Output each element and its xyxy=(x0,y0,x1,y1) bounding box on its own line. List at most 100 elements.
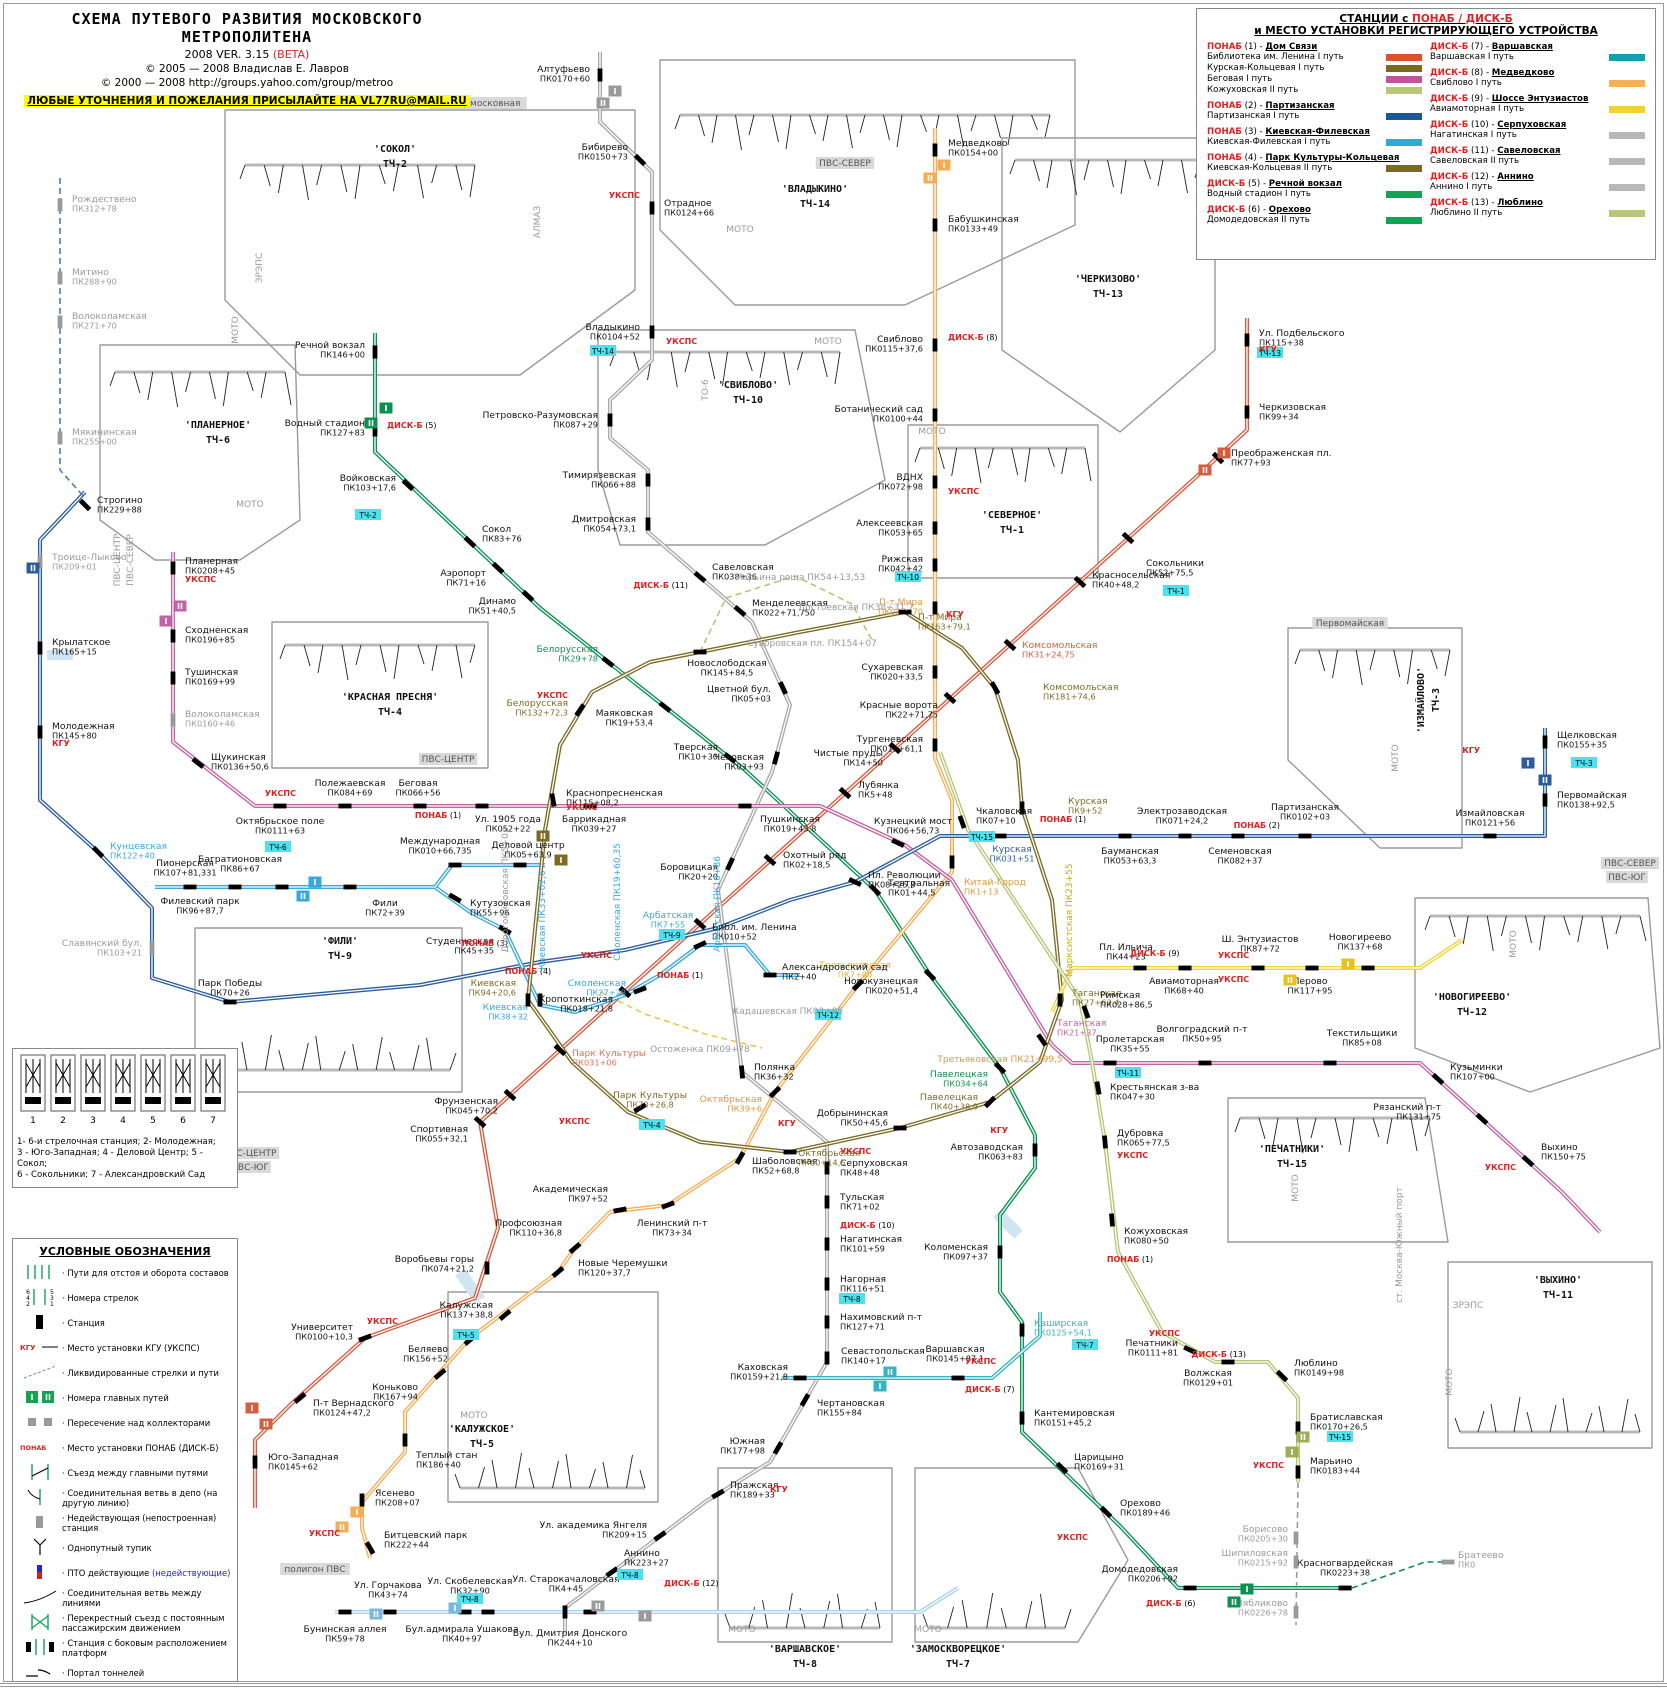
svg-text:II: II xyxy=(1202,466,1208,475)
station-marker xyxy=(1293,1531,1299,1545)
depot-area: 'ЗАМОСКВОРЕЦКОЕ'ТЧ-7 xyxy=(910,1467,1129,1670)
page-frame xyxy=(3,3,1664,1682)
symbols-legend-item-text: · Ликвидированные стрелки и пути xyxy=(62,1368,219,1379)
area-label: Достоевская ПК38+31,7 xyxy=(798,603,913,613)
station-marker xyxy=(475,803,489,809)
station-marker xyxy=(343,884,357,890)
svg-text:I: I xyxy=(1291,1448,1294,1457)
svg-text:ТЧ-3: ТЧ-3 xyxy=(1574,759,1592,768)
depot-fan-track xyxy=(1525,915,1532,944)
station-marker xyxy=(463,535,477,549)
legend-color-swatch xyxy=(1609,106,1645,113)
svg-text:II: II xyxy=(45,1393,51,1402)
symbols-legend-item: · Съезд между главными путями xyxy=(18,1462,232,1486)
construction-segment xyxy=(699,575,873,653)
depot-outline xyxy=(659,59,1076,306)
depot-fan-track xyxy=(1272,1117,1279,1147)
svg-text:АЛМАЗ: АЛМАЗ xyxy=(533,205,543,238)
svg-text:II: II xyxy=(540,832,546,841)
track-number-badge: I xyxy=(245,1402,259,1414)
track-number-badge: I xyxy=(873,1380,887,1392)
line-path xyxy=(1295,1481,1299,1626)
legend-title-line2: и МЕСТО УСТАНОВКИ РЕГИСТРИРУЮЩЕГО УСТРОЙ… xyxy=(1254,25,1598,37)
symbols-legend-item: КГУ· Место установки КГУ (УКСПС) xyxy=(18,1337,232,1361)
depot-unit: ТЧ-8 xyxy=(793,1658,817,1670)
depot-fan-track xyxy=(246,371,254,392)
depot-outline xyxy=(224,109,636,376)
area-label: Киевская ПК33+02,6 xyxy=(538,870,548,970)
bottom-rule xyxy=(0,1683,1667,1687)
depot-fan-track xyxy=(1386,1117,1393,1145)
station-marker xyxy=(711,1488,725,1500)
registration-legend: СТАНЦИИ с ПОНАБ / ДИСК-Б и МЕСТО УСТАНОВ… xyxy=(1196,8,1656,260)
legend-entry: Нагатинская I путь xyxy=(1430,130,1645,141)
depot-fan-track xyxy=(378,164,386,185)
equipment-mark: КГУ xyxy=(778,1119,796,1128)
station-marker xyxy=(653,1530,667,1542)
station-marker xyxy=(824,1161,830,1175)
metro-line-L4 xyxy=(155,885,800,1014)
depot-fan-track xyxy=(1601,915,1609,950)
station-label: Цветной бул.ПК05+03 xyxy=(707,684,771,704)
legend-entry: Свиблово I путь xyxy=(1430,78,1645,89)
depot-fan-track xyxy=(1500,915,1507,937)
depot-name: 'ВАРШАВСКОЕ' xyxy=(769,1644,841,1655)
svg-text:II: II xyxy=(368,419,374,428)
legend-color-swatch xyxy=(1609,158,1645,165)
legend-color-swatch xyxy=(1609,132,1645,139)
depot-fan-track xyxy=(822,114,829,142)
station-marker xyxy=(1483,833,1497,839)
depot-unit: ТЧ-12 xyxy=(1457,1006,1487,1018)
station-marker xyxy=(793,1375,807,1381)
symbols-legend-item-text: · Однопутный тупик xyxy=(62,1543,152,1554)
svg-text:ТЧ-8: ТЧ-8 xyxy=(460,1595,478,1604)
symbols-legend-item-text: · Портал тоннелей xyxy=(62,1668,145,1679)
equipment-mark: УКСПС xyxy=(609,191,640,200)
station-marker xyxy=(1323,1060,1337,1066)
equipment-mark: УКСПС xyxy=(948,487,979,496)
station-marker xyxy=(1244,333,1250,347)
depot-fan-track xyxy=(1070,159,1077,196)
depot-fan-track xyxy=(431,644,438,672)
depot-fan-track xyxy=(455,644,463,679)
svg-text:ТЧ-2: ТЧ-2 xyxy=(358,511,376,520)
depot-fan-track xyxy=(1047,447,1055,468)
line-path-gap xyxy=(564,52,828,1634)
area-label: МОТО xyxy=(460,1411,487,1421)
legend-color-swatch xyxy=(1386,54,1422,61)
depot-outline xyxy=(907,424,1099,579)
depot-fan-track xyxy=(552,1460,559,1489)
depot-badge: ТЧ-3 xyxy=(1571,757,1597,768)
depot-fan-track xyxy=(708,351,716,380)
depot-fan-track xyxy=(393,644,400,680)
station-icon xyxy=(36,1315,43,1329)
svg-text:МОТО: МОТО xyxy=(236,500,263,510)
